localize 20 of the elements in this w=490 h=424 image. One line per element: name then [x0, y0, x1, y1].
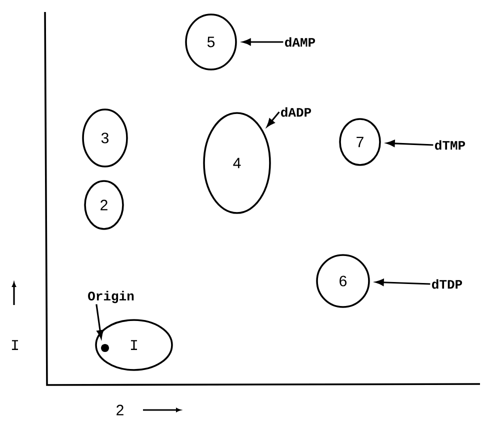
arrow [242, 38, 284, 46]
spot: 7 [339, 118, 381, 166]
spot: 4 [203, 112, 271, 214]
compound-label: dADP [281, 107, 312, 117]
arrow [96, 304, 104, 338]
compound-label: dAMP [285, 37, 316, 47]
spot: 5 [185, 14, 237, 70]
compound-label: dTMP [435, 140, 466, 150]
spot: 2 [84, 180, 124, 230]
axis-label: 2 [116, 404, 124, 416]
origin-dot [101, 344, 109, 352]
axis-label: I [12, 340, 18, 350]
spot: 3 [82, 108, 128, 168]
spot: I [95, 319, 173, 371]
compound-label: Origin [88, 290, 134, 304]
arrow [375, 278, 430, 286]
spot: 6 [316, 254, 370, 308]
arrow [386, 140, 434, 147]
arrow [266, 112, 280, 127]
compound-label: dTDP [432, 279, 462, 289]
